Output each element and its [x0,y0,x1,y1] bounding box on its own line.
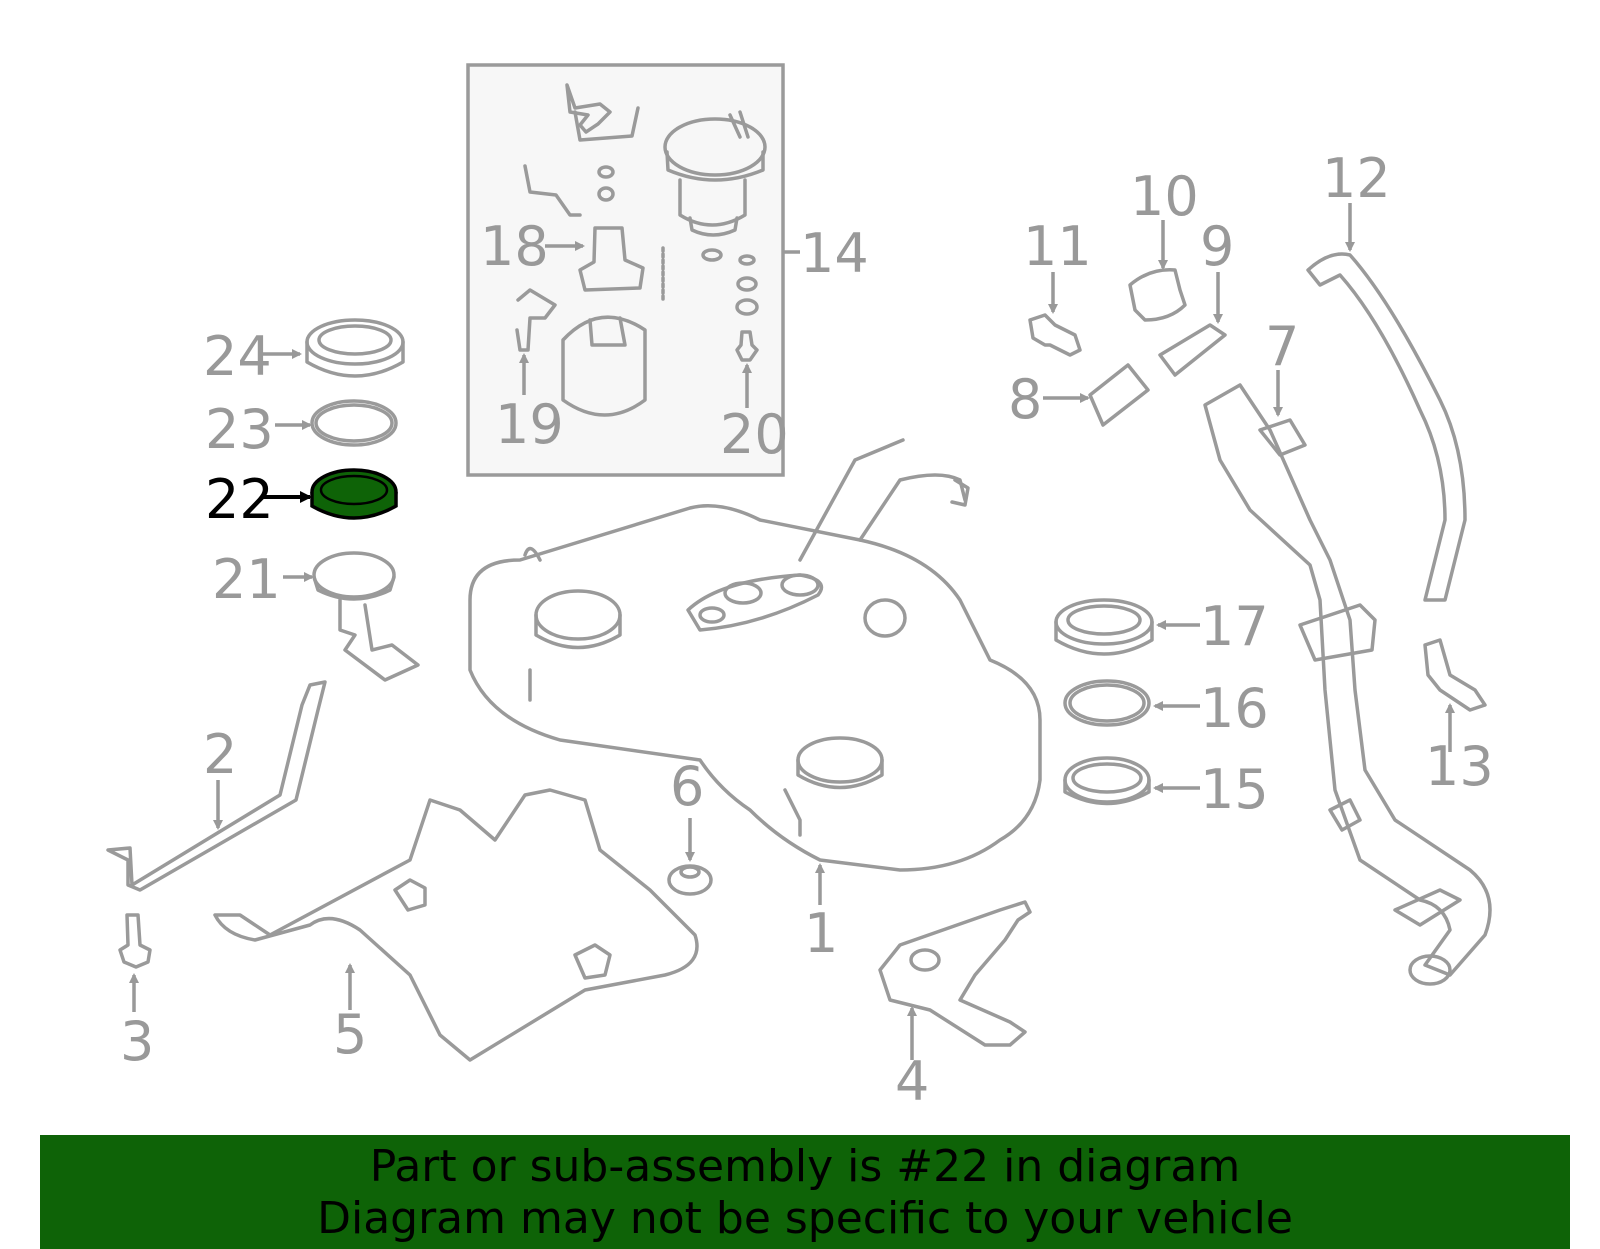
bracket-4 [878,900,1032,1060]
seal-22-highlighted [263,468,398,520]
lock-ring-17 [1054,598,1200,656]
callout-11: 11 [1023,215,1092,278]
bolt-3 [118,913,152,1012]
callout-24: 24 [203,325,272,388]
pump-module-inset [466,63,800,477]
callout-22: 22 [205,468,274,531]
callout-20: 20 [720,403,789,466]
callout-4: 4 [895,1050,929,1113]
callout-5: 5 [333,1003,367,1066]
strap-2 [106,680,327,892]
callout-18: 18 [480,215,549,278]
fuel-level-sender-21 [283,551,420,682]
callout-14: 14 [800,222,869,285]
caption-banner: Part or sub-assembly is #22 in diagram D… [40,1135,1570,1249]
heat-shield-5 [213,788,699,1062]
caption-line-1: Part or sub-assembly is #22 in diagram [369,1141,1241,1192]
callout-10: 10 [1130,165,1199,228]
callout-15: 15 [1200,758,1269,821]
caption-line-2: Diagram may not be specific to your vehi… [317,1193,1293,1244]
callout-19: 19 [495,393,564,456]
grommet-6 [667,818,713,896]
callout-9: 9 [1200,215,1234,278]
callout-3: 3 [120,1010,154,1073]
filler-neck-7 [1203,370,1492,986]
gasket-23 [275,399,398,447]
callout-8: 8 [1008,368,1042,431]
clip-8 [1043,363,1150,427]
cap-10 [1128,220,1187,322]
callout-12: 12 [1322,147,1391,210]
lock-ring-24 [262,318,405,378]
fuel-tank [468,438,1042,905]
callout-7: 7 [1265,315,1299,378]
callout-13: 13 [1425,735,1494,798]
bolt-11 [1028,272,1082,357]
gasket-16 [1063,679,1200,727]
callout-23: 23 [205,398,274,461]
callout-1: 1 [804,902,838,965]
seal-15 [1063,756,1200,806]
callout-2: 2 [203,723,237,786]
callout-16: 16 [1200,677,1269,740]
hose-13 [1423,638,1487,752]
callout-21: 21 [212,548,281,611]
vent-hose-12 [1306,203,1467,602]
gasket-9 [1158,272,1227,377]
callout-17: 17 [1200,595,1269,658]
callout-6: 6 [670,755,704,818]
